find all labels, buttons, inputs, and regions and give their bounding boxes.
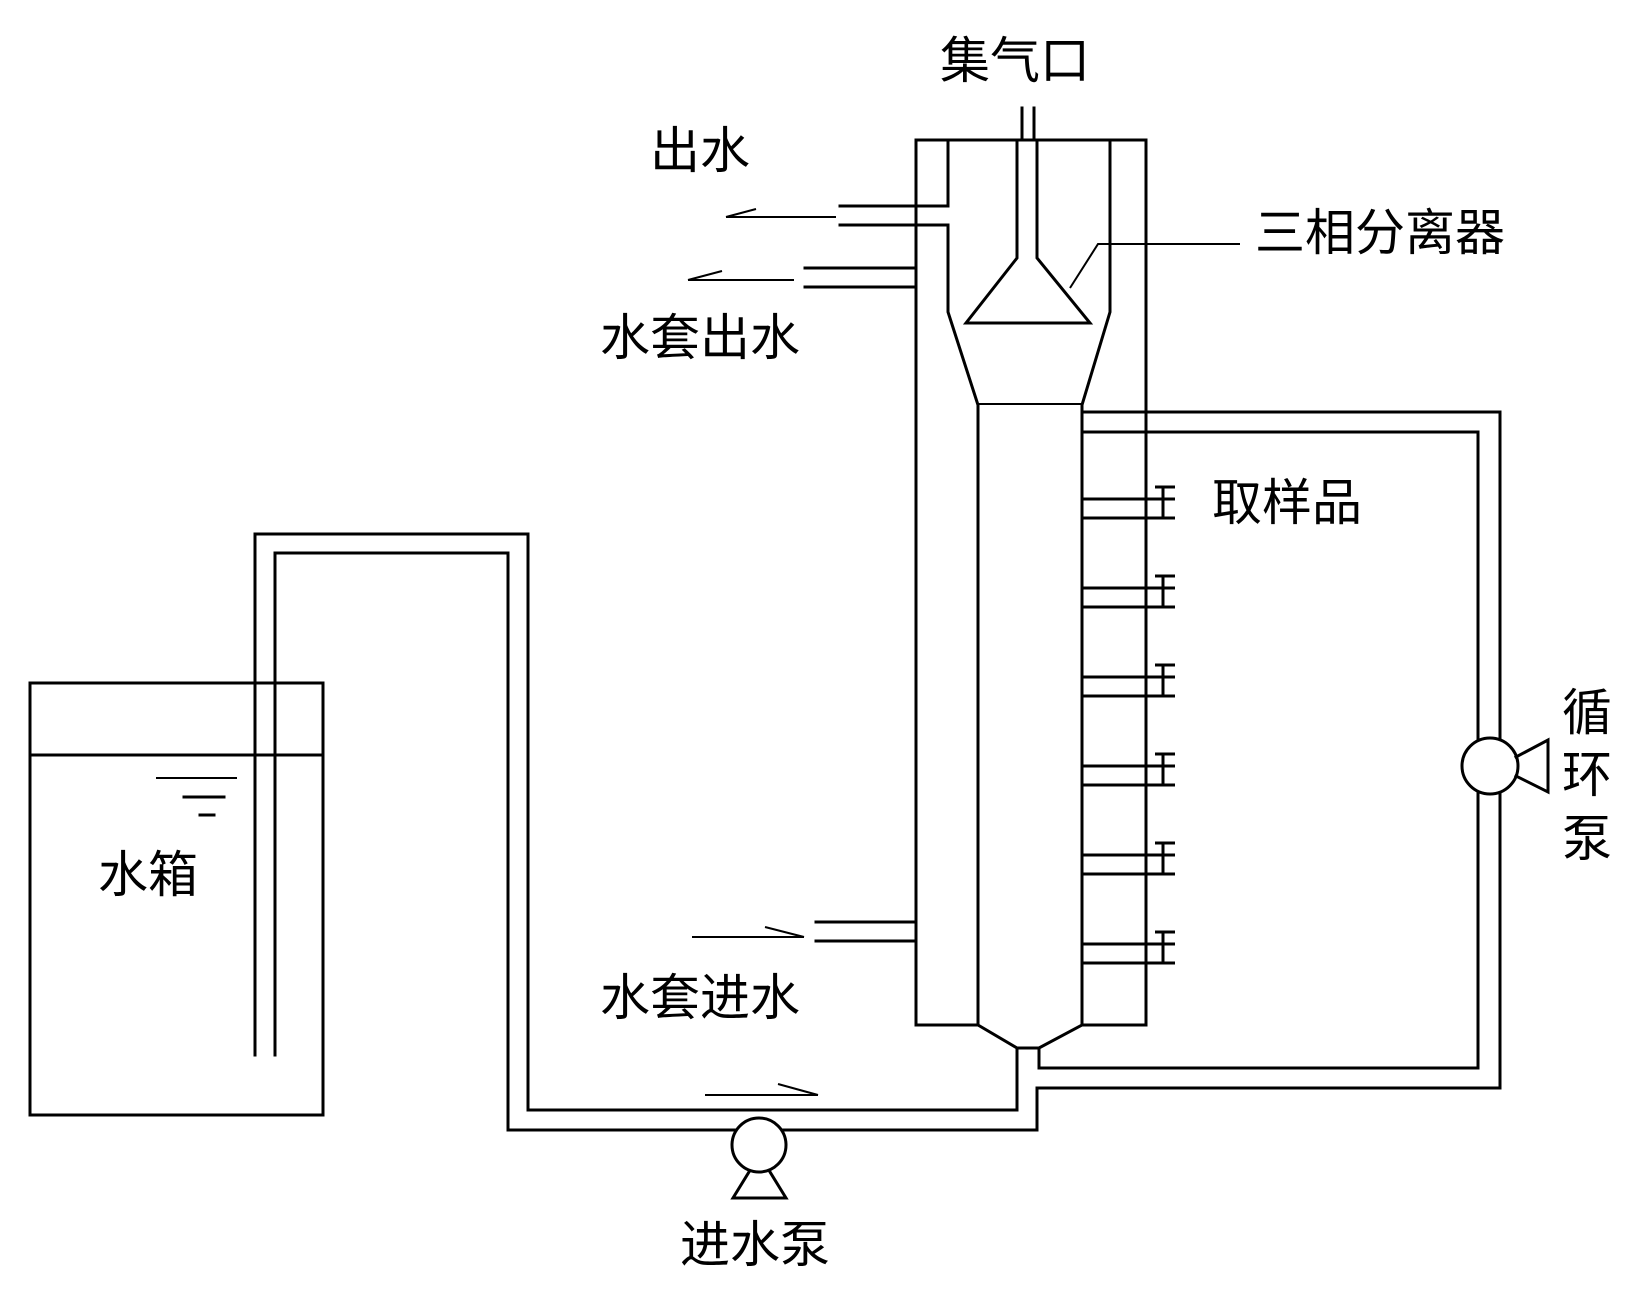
jacket-outlet-pipe bbox=[803, 266, 918, 289]
recirculation-pipe bbox=[253, 403, 1502, 1132]
jacket-inlet-arrow bbox=[692, 926, 805, 938]
effluent-pipe bbox=[838, 204, 950, 227]
sampling-port-valve-icon bbox=[1082, 841, 1175, 876]
recirculation-pump-label-1: 循 bbox=[1562, 684, 1612, 742]
jacket-bottom bbox=[914, 418, 1148, 1027]
three-phase-separator bbox=[962, 138, 1240, 325]
effluent-label: 出水 bbox=[650, 122, 750, 180]
sampling-port-valve-icon bbox=[1082, 574, 1175, 609]
sampling-port-valve-icon bbox=[1082, 485, 1175, 520]
gas-outlet-label: 集气口 bbox=[940, 32, 1090, 90]
effluent-arrow bbox=[725, 208, 836, 218]
water-tank bbox=[28, 681, 325, 1117]
sampling-port-label: 取样品 bbox=[1212, 474, 1362, 532]
feed-pump-label: 进水泵 bbox=[680, 1216, 830, 1274]
gas-outlet-pipe bbox=[1020, 106, 1036, 142]
recirculation-pump-icon bbox=[1460, 736, 1550, 796]
sampling-column bbox=[1080, 430, 1148, 1027]
reactor-inner-wall bbox=[946, 138, 1112, 1027]
recirculation-pump-label-2: 环 bbox=[1562, 746, 1612, 804]
jacket-outlet-label: 水套出水 bbox=[600, 309, 800, 367]
jacket-inlet-pipe bbox=[814, 920, 918, 943]
sampling-ports bbox=[1082, 485, 1175, 965]
recirculation-pump-label-3: 泵 bbox=[1562, 810, 1612, 868]
reactor-jacket bbox=[914, 138, 1148, 1027]
water-tank-label: 水箱 bbox=[98, 846, 198, 904]
sampling-port-valve-icon bbox=[1082, 663, 1175, 698]
three-phase-separator-label: 三相分离器 bbox=[1255, 204, 1505, 262]
jacket-outlet-arrow bbox=[687, 270, 794, 281]
sampling-port-valve-icon bbox=[1082, 752, 1175, 787]
jacket-inlet-label: 水套进水 bbox=[600, 969, 800, 1027]
feed-arrow bbox=[705, 1083, 819, 1096]
reactor-bottom-cone bbox=[975, 1022, 1085, 1050]
sampling-port-valve-icon bbox=[1082, 930, 1175, 965]
feed-pump-icon bbox=[730, 1116, 789, 1200]
